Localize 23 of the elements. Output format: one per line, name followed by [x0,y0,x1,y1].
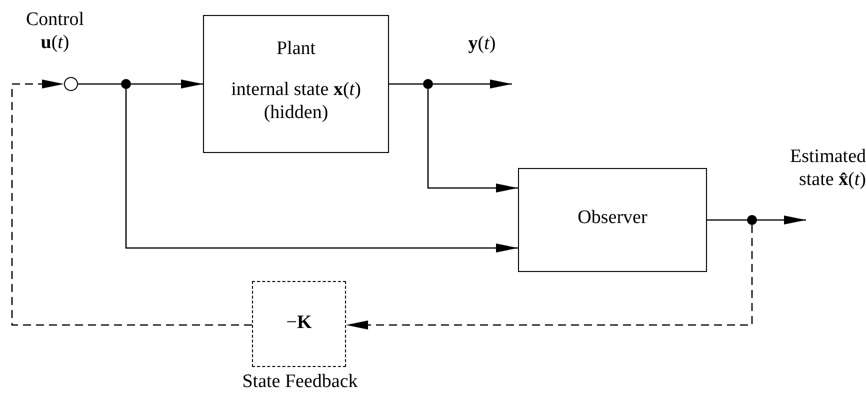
connector-line [389,83,423,85]
arrow [757,216,806,224]
arrow [11,80,252,326]
summing-junction [64,77,78,91]
arrow [433,80,512,88]
connector-line [707,219,747,221]
arrow [125,89,518,252]
connector-line [78,83,121,85]
arrow [427,89,518,192]
node-label: Control u(t) [24,9,86,55]
process-box [203,15,389,153]
block-title: Observer [578,207,648,230]
arrow [346,225,753,330]
junction-dot [423,79,433,89]
block-title: −K [286,312,312,335]
gain-box [252,281,346,367]
process-box [518,168,707,272]
block-description: internal state x(t) (hidden) [230,78,362,124]
node-label: State Feedback [241,371,359,394]
block-title: Plant [276,38,316,61]
junction-dot [121,79,131,89]
junction-dot [747,215,757,225]
arrow [131,80,203,88]
